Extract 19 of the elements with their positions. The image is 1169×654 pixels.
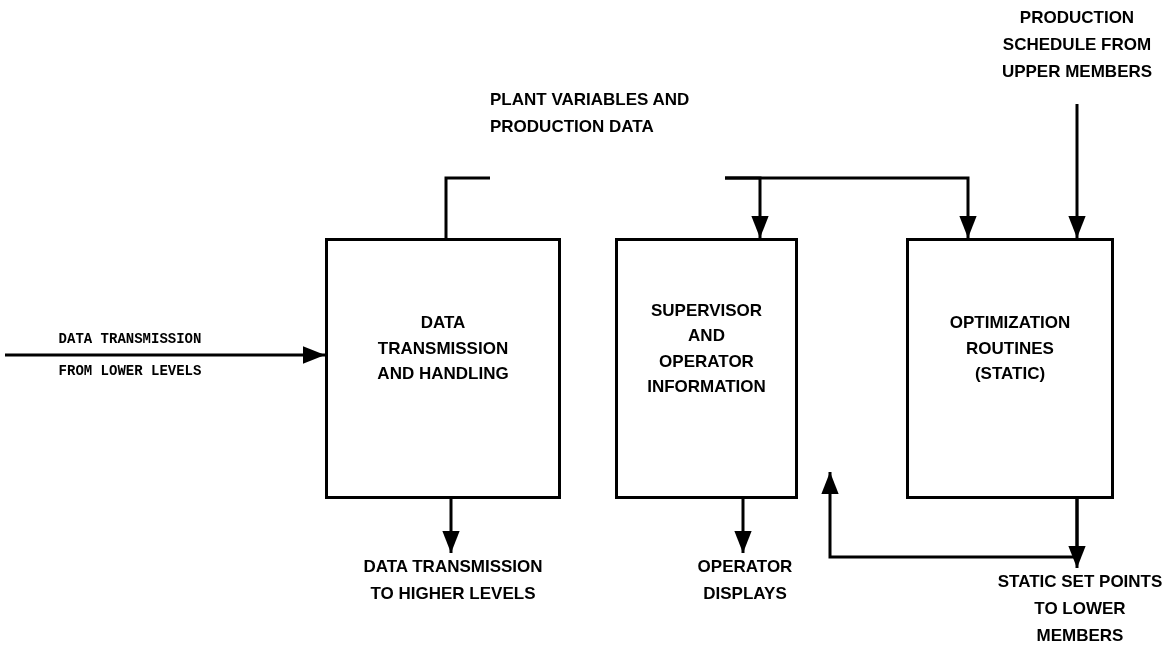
process-box [325, 238, 561, 499]
arrow [5, 346, 325, 364]
box-label: OPTIMIZATION ROUTINES (STATIC) [948, 312, 1072, 386]
arrow [734, 498, 752, 553]
process-box [906, 238, 1114, 499]
edge-label: DATA TRANSMISSION FROM LOWER LEVELS [57, 330, 203, 381]
flow-label: DATA TRANSMISSION TO HIGHER LEVELS [362, 556, 544, 605]
process-box [615, 238, 798, 499]
arrow [1068, 104, 1086, 238]
flow-label: OPERATOR DISPLAYS [696, 556, 794, 605]
arrow [725, 176, 977, 238]
arrow [442, 498, 460, 553]
box-label: DATA TRANSMISSION AND HANDLING [376, 312, 510, 386]
flow-label: PLANT VARIABLES AND PRODUCTION DATA [490, 89, 691, 138]
box-label: SUPERVISOR AND OPERATOR INFORMATION [647, 299, 766, 398]
flow-label: PRODUCTION SCHEDULE FROM UPPER MEMBERS [1000, 7, 1154, 83]
flow-label: STATIC SET POINTS TO LOWER MEMBERS [996, 571, 1164, 647]
connector-line [444, 176, 490, 238]
arrow [821, 472, 1079, 559]
